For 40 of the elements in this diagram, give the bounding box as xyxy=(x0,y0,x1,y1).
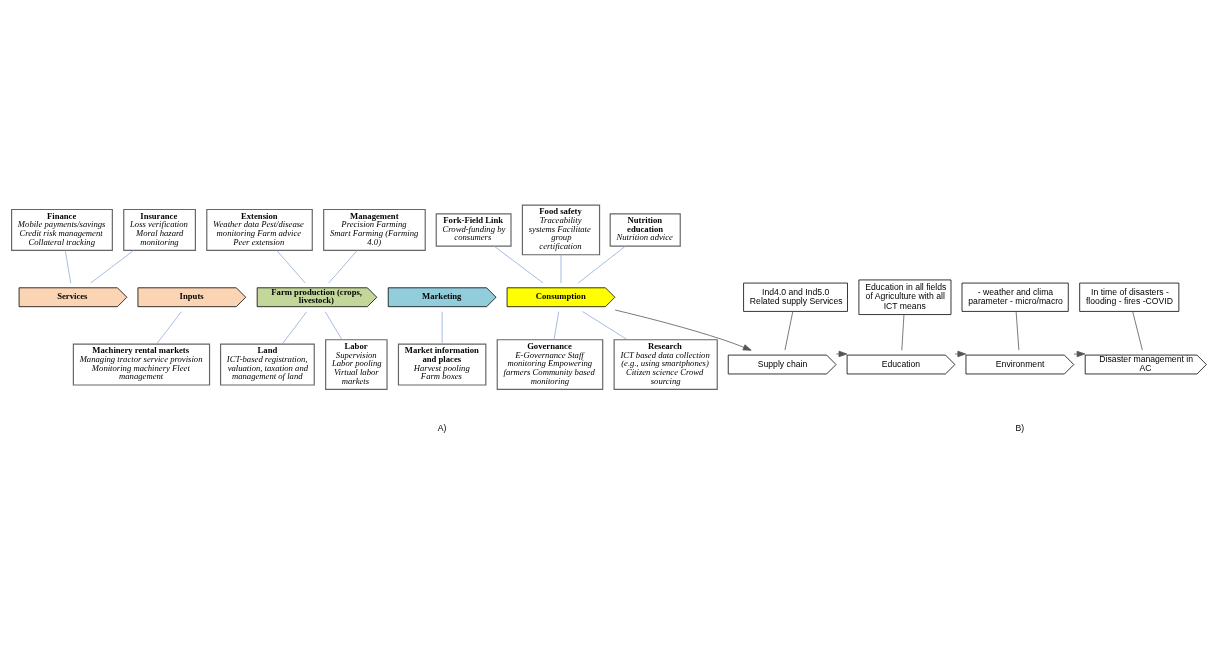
connector xyxy=(577,245,626,283)
connector xyxy=(784,310,794,351)
arrow xyxy=(1073,350,1086,357)
connector xyxy=(64,249,72,283)
connector xyxy=(901,313,905,351)
node-box: Labor Supervision Labor pooling Virtual labor markets xyxy=(325,338,388,390)
node-box: Management Precision Farming Smart Farming (Farming 4.0) xyxy=(323,208,426,251)
connector xyxy=(1015,310,1020,351)
connector xyxy=(156,310,182,344)
connector xyxy=(324,310,343,340)
connector xyxy=(1132,310,1143,351)
node-box: Research ICT based data collection (e.g., using smartphones) Citizen science Crowd sourcing xyxy=(613,338,718,390)
node-box: Food safety Traceability systems Facilitate group certification xyxy=(521,204,601,255)
node-box: In time of disasters - flooding - fires -COVID xyxy=(1079,282,1180,312)
connector xyxy=(90,249,134,283)
connector xyxy=(276,249,306,283)
arrow xyxy=(835,350,848,357)
node-box: Extension Weather data Pest/disease monitoring Farm advice Peer extension xyxy=(206,208,313,251)
connector xyxy=(582,310,628,340)
node-box: - weather and clima parameter - micro/macro xyxy=(961,282,1069,312)
node-box: Insurance Loss verification Moral hazard monitoring xyxy=(123,208,196,251)
node-box: Fork-Field Link Crowd-funding by consumers xyxy=(435,212,512,247)
node-box: Governance E-Governance Staff monitoring Empowering farmers Community based monitoring xyxy=(496,338,604,390)
node-box: Machinery rental markets Managing tractor service provision Monitoring machinery Fleet management xyxy=(72,343,211,386)
label: A) xyxy=(437,422,447,433)
arrow xyxy=(954,350,967,357)
node-box: Education in all fields of Agriculture with all ICT means xyxy=(858,279,952,315)
node-box: Finance Mobile payments/savings Credit risk management Collateral tracking xyxy=(11,208,113,251)
arrow xyxy=(614,309,752,351)
node-box: Ind4.0 and Ind5.0 Related supply Services xyxy=(743,282,848,312)
connector xyxy=(328,249,358,283)
node-box: Nutrition education Nutrition advice xyxy=(609,212,681,247)
connector xyxy=(441,310,443,344)
connector xyxy=(553,310,560,340)
node-box: Land ICT-based registration, valuation, taxation and management of land xyxy=(220,343,315,386)
label: B) xyxy=(1015,422,1025,433)
connector xyxy=(281,310,308,344)
connector xyxy=(493,245,544,283)
connector xyxy=(560,253,562,283)
node-box: Market information and places Harvest pooling Farm boxes xyxy=(397,343,487,386)
